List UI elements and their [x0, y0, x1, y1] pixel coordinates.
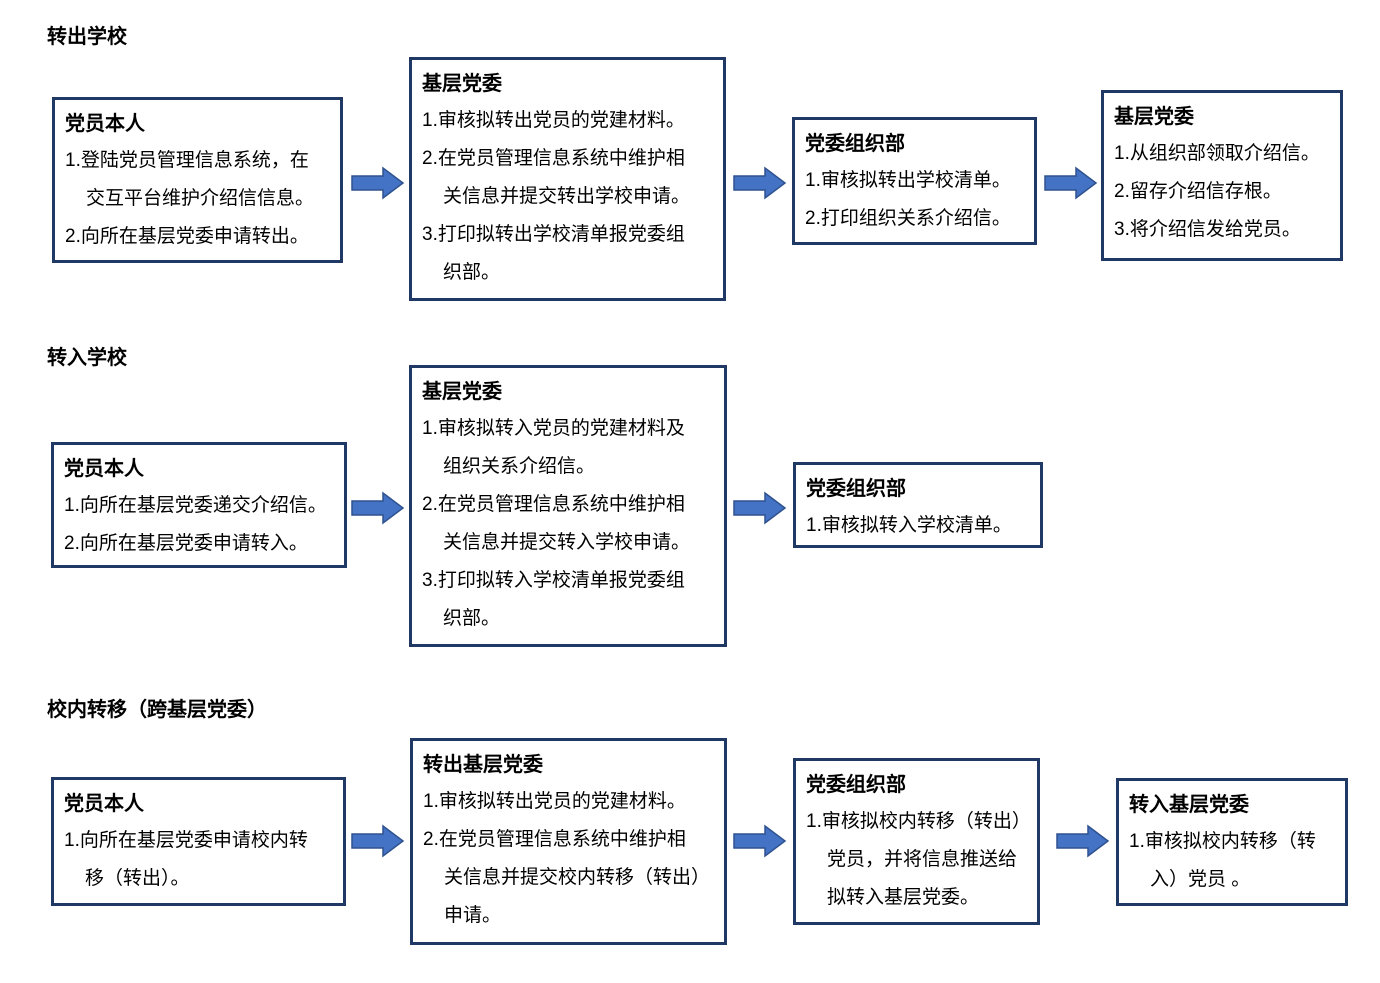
right-arrow-icon [1056, 824, 1110, 858]
step-item: 1.向所在基层党委递交介绍信。 [64, 495, 327, 516]
step-item: 1.审核拟转入党员的党建材料及组织关系介绍信。 [422, 418, 685, 477]
step-item: 2.打印组织关系介绍信。 [805, 208, 1011, 229]
step-box-s1-party-member: 党员本人 1.登陆党员管理信息系统，在交互平台维护介绍信信息。 2.向所在基层党… [52, 97, 343, 263]
step-item: 2.向所在基层党委申请转入。 [64, 533, 308, 554]
step-box-s3-incoming-grassroots-committee: 转入基层党委 1.审核拟校内转移（转入）党员 。 [1116, 778, 1348, 906]
step-item: 1.向所在基层党委申请校内转移（转出）。 [64, 830, 308, 889]
step-box-s1-org-department: 党委组织部 1.审核拟转出学校清单。 2.打印组织关系介绍信。 [792, 117, 1037, 245]
step-item: 3.打印拟转出学校清单报党委组织部。 [422, 224, 685, 283]
step-item: 1.审核拟校内转移（转出）党员，并将信息推送给拟转入基层党委。 [806, 811, 1031, 908]
right-arrow-icon [351, 824, 405, 858]
step-box-s1-grassroots-committee-receive: 基层党委 1.从组织部领取介绍信。 2.留存介绍信存根。 3.将介绍信发给党员。 [1101, 90, 1343, 261]
right-arrow-icon [351, 166, 405, 200]
step-item: 2.在党员管理信息系统中维护相关信息并提交校内转移（转出）申请。 [423, 829, 701, 926]
step-title: 转入基层党委 [1129, 794, 1249, 816]
step-box-s3-org-department: 党委组织部 1.审核拟校内转移（转出）党员，并将信息推送给拟转入基层党委。 [793, 758, 1040, 925]
step-item: 1.登陆党员管理信息系统，在交互平台维护介绍信信息。 [65, 150, 315, 209]
right-arrow-icon [733, 491, 787, 525]
step-title: 基层党委 [422, 73, 502, 95]
step-item: 1.审核拟转入学校清单。 [806, 515, 1012, 536]
step-box-s1-grassroots-committee: 基层党委 1.审核拟转出党员的党建材料。 2.在党员管理信息系统中维护相关信息并… [409, 57, 726, 301]
step-box-s3-outgoing-grassroots-committee: 转出基层党委 1.审核拟转出党员的党建材料。 2.在党员管理信息系统中维护相关信… [410, 738, 727, 945]
step-item: 1.审核拟转出党员的党建材料。 [423, 791, 686, 812]
step-item: 2.留存介绍信存根。 [1114, 181, 1282, 202]
step-item: 2.向所在基层党委申请转出。 [65, 226, 309, 247]
step-item: 1.审核拟转出学校清单。 [805, 170, 1011, 191]
step-title: 党员本人 [64, 458, 144, 480]
section-title-intra-school-transfer: 校内转移（跨基层党委） [47, 699, 267, 721]
step-title: 党员本人 [64, 793, 144, 815]
step-item: 3.打印拟转入学校清单报党委组织部。 [422, 570, 685, 629]
step-box-s2-grassroots-committee: 基层党委 1.审核拟转入党员的党建材料及组织关系介绍信。 2.在党员管理信息系统… [409, 365, 727, 647]
step-title: 转出基层党委 [423, 754, 543, 776]
step-box-s2-party-member: 党员本人 1.向所在基层党委递交介绍信。 2.向所在基层党委申请转入。 [51, 442, 347, 568]
step-item: 2.在党员管理信息系统中维护相关信息并提交转出学校申请。 [422, 148, 691, 207]
step-title: 基层党委 [422, 381, 502, 403]
right-arrow-icon [351, 491, 405, 525]
step-item: 2.在党员管理信息系统中维护相关信息并提交转入学校申请。 [422, 494, 691, 553]
step-title: 党委组织部 [805, 133, 905, 155]
step-title: 党员本人 [65, 113, 145, 135]
right-arrow-icon [1044, 166, 1098, 200]
step-box-s2-org-department: 党委组织部 1.审核拟转入学校清单。 [793, 462, 1043, 548]
step-item: 3.将介绍信发给党员。 [1114, 219, 1301, 240]
right-arrow-icon [733, 824, 787, 858]
step-item: 1.审核拟转出党员的党建材料。 [422, 110, 685, 131]
right-arrow-icon [733, 166, 787, 200]
section-title-transfer-out-school: 转出学校 [47, 26, 127, 48]
step-title: 基层党委 [1114, 106, 1194, 128]
step-title: 党委组织部 [806, 774, 906, 796]
step-item: 1.审核拟校内转移（转入）党员 。 [1129, 831, 1316, 890]
step-title: 党委组织部 [806, 478, 906, 500]
section-title-transfer-in-school: 转入学校 [47, 347, 127, 369]
step-item: 1.从组织部领取介绍信。 [1114, 143, 1320, 164]
step-box-s3-party-member: 党员本人 1.向所在基层党委申请校内转移（转出）。 [51, 777, 346, 906]
